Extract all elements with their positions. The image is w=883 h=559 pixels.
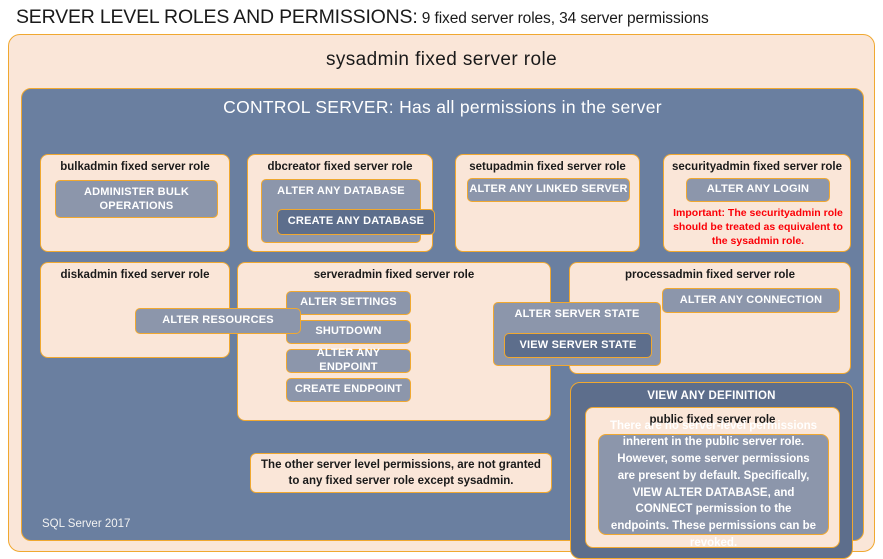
role-title-bulkadmin: bulkadmin fixed server role xyxy=(60,161,210,173)
permission-view-any-definition[interactable]: VIEW ANY DEFINITION xyxy=(647,390,776,402)
permission-create-endpoint[interactable]: CREATE ENDPOINT xyxy=(286,378,411,402)
securityadmin-warning-note: Important: The securityadmin role should… xyxy=(673,207,843,248)
role-title-processadmin: processadmin fixed server role xyxy=(624,269,796,281)
page-title-main: SERVER LEVEL ROLES AND PERMISSIONS: xyxy=(16,6,418,28)
permission-alter-any-database-label: ALTER ANY DATABASE xyxy=(277,185,405,197)
permission-alter-resources[interactable]: ALTER RESOURCES xyxy=(135,308,301,334)
permission-alter-any-linked-server[interactable]: ALTER ANY LINKED SERVER xyxy=(467,178,630,202)
role-title-securityadmin: securityadmin fixed server role xyxy=(671,161,843,173)
role-title-setupadmin: setupadmin fixed server role xyxy=(469,161,626,173)
role-card-public: public fixed server role There are no se… xyxy=(585,407,840,549)
role-card-setupadmin: setupadmin fixed server role ALTER ANY L… xyxy=(455,154,640,252)
sql-server-version-label: SQL Server 2017 xyxy=(42,518,131,530)
role-title-public: public fixed server role xyxy=(649,414,776,426)
role-card-securityadmin: securityadmin fixed server role ALTER AN… xyxy=(663,154,851,252)
other-permissions-note: The other server level permissions, are … xyxy=(250,453,552,493)
permission-alter-settings[interactable]: ALTER SETTINGS xyxy=(286,291,411,315)
permission-alter-any-login[interactable]: ALTER ANY LOGIN xyxy=(686,178,830,202)
permission-alter-any-connection[interactable]: ALTER ANY CONNECTION xyxy=(662,288,840,313)
role-card-dbcreator: dbcreator fixed server role ALTER ANY DA… xyxy=(247,154,435,252)
permission-shutdown[interactable]: SHUTDOWN xyxy=(286,320,411,344)
permission-create-any-database[interactable]: CREATE ANY DATABASE xyxy=(277,209,435,235)
page-title: SERVER LEVEL ROLES AND PERMISSIONS: 9 fi… xyxy=(16,6,876,32)
control-server-label: CONTROL SERVER: Has all permissions in t… xyxy=(223,97,662,117)
public-role-description: There are no server-level permissions in… xyxy=(598,420,829,549)
sysadmin-role-label: sysadmin fixed server role xyxy=(325,49,558,70)
role-title-dbcreator: dbcreator fixed server role xyxy=(267,161,413,173)
permission-administer-bulk-operations[interactable]: ADMINISTER BULK OPERATIONS xyxy=(55,180,218,218)
role-card-bulkadmin: bulkadmin fixed server role ADMINISTER B… xyxy=(40,154,230,252)
permission-alter-server-state-label: ALTER SERVER STATE xyxy=(514,308,640,320)
role-title-serveradmin: serveradmin fixed server role xyxy=(313,269,475,281)
role-title-diskadmin: diskadmin fixed server role xyxy=(60,269,210,281)
permission-view-server-state[interactable]: VIEW SERVER STATE xyxy=(504,333,652,358)
page-title-subtitle: 9 fixed server roles, 34 server permissi… xyxy=(417,10,709,27)
permission-alter-any-endpoint[interactable]: ALTER ANY ENDPOINT xyxy=(286,347,411,373)
role-card-serveradmin: serveradmin fixed server role ALTER SETT… xyxy=(237,262,551,421)
view-any-definition-box: VIEW ANY DEFINITION public fixed server … xyxy=(570,382,853,559)
control-server-panel: CONTROL SERVER: Has all permissions in t… xyxy=(21,88,864,559)
sysadmin-role-panel: sysadmin fixed server role CONTROL SERVE… xyxy=(8,34,875,559)
